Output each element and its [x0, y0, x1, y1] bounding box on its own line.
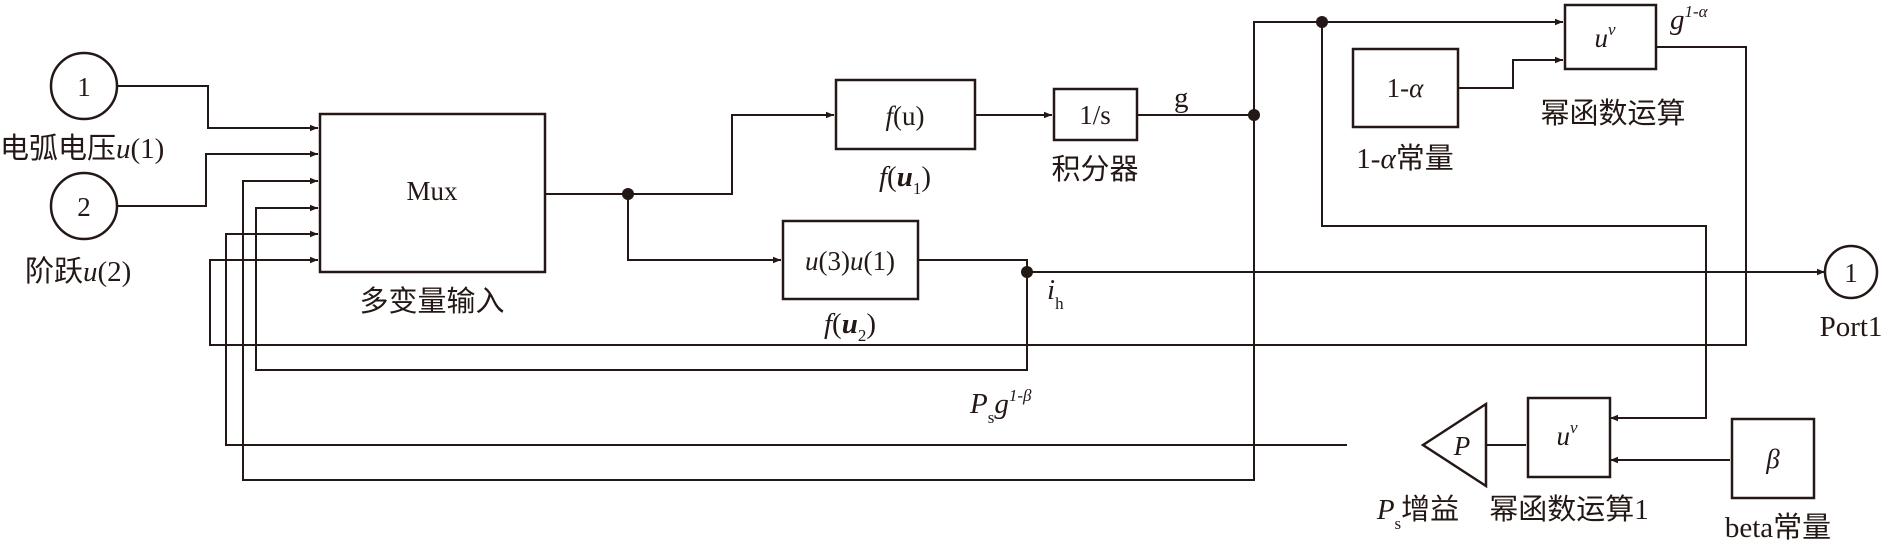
pow-block-2[interactable]: uv [1526, 396, 1612, 479]
pow-block-1[interactable]: uv [1563, 3, 1658, 71]
inport-2-label: 2 [77, 192, 91, 222]
signal-ih-label: ih [1047, 274, 1064, 313]
fcn-block-1-caption: f(u1) [879, 161, 931, 198]
mux-block[interactable]: Mux [318, 112, 547, 274]
junctions [622, 16, 1328, 278]
inport-2[interactable]: 2 [49, 171, 119, 241]
inport-1-label: 1 [77, 72, 91, 102]
const-alpha-caption: 1-α常量 [1356, 142, 1453, 175]
junction-ih [1021, 266, 1033, 278]
junction-g [1248, 109, 1260, 121]
pow-block-2-caption: 幂函数运算1 [1489, 493, 1649, 526]
outport-1[interactable]: 1 [1823, 244, 1879, 300]
const-alpha-block[interactable]: 1-α [1351, 47, 1460, 129]
junction-g-top [1316, 16, 1328, 28]
const-beta-block[interactable]: β [1730, 417, 1816, 500]
mux-caption: 多变量输入 [359, 285, 504, 318]
pow-block-1-label: uv [1594, 20, 1616, 53]
inport-1-caption: 电弧电压u(1) [0, 132, 164, 165]
const-beta-label: β [1765, 444, 1780, 474]
fcn-block-1-label: f(u) [886, 101, 925, 131]
fcn-block-1[interactable]: f(u) [834, 78, 977, 151]
gain-label: P [1453, 431, 1471, 461]
junction-mux-out [622, 188, 634, 200]
const-beta-caption: beta常量 [1725, 511, 1831, 543]
signal-g-pow-label: g1-α [1670, 2, 1709, 36]
integrator-label: 1/s [1079, 100, 1111, 130]
outport-1-caption: Port1 [1820, 311, 1883, 343]
const-alpha-label: 1-α [1387, 73, 1425, 103]
inport-1[interactable]: 1 [49, 51, 119, 121]
integrator-caption: 积分器 [1051, 154, 1138, 186]
inport-2-caption: 阶跃u(2) [25, 255, 131, 288]
wires [100, 18, 1825, 481]
integrator-block[interactable]: 1/s [1052, 87, 1139, 142]
fcn-block-2[interactable]: u(3)u(1) [781, 219, 920, 301]
pow-block-1-caption: 幂函数运算 [1540, 97, 1685, 130]
pow-block-2-label: uv [1556, 418, 1578, 451]
outport-1-label: 1 [1844, 258, 1858, 288]
mux-label: Mux [406, 176, 458, 206]
fcn-block-2-caption: f(u2) [824, 308, 876, 345]
signal-psg-label: Psg1-β [969, 386, 1032, 427]
gain-caption: Ps增益 [1376, 493, 1459, 533]
fcn-block-2-label: u(3)u(1) [805, 246, 895, 276]
gain-block[interactable]: P [1420, 401, 1488, 489]
signal-g-label: g [1174, 82, 1189, 114]
